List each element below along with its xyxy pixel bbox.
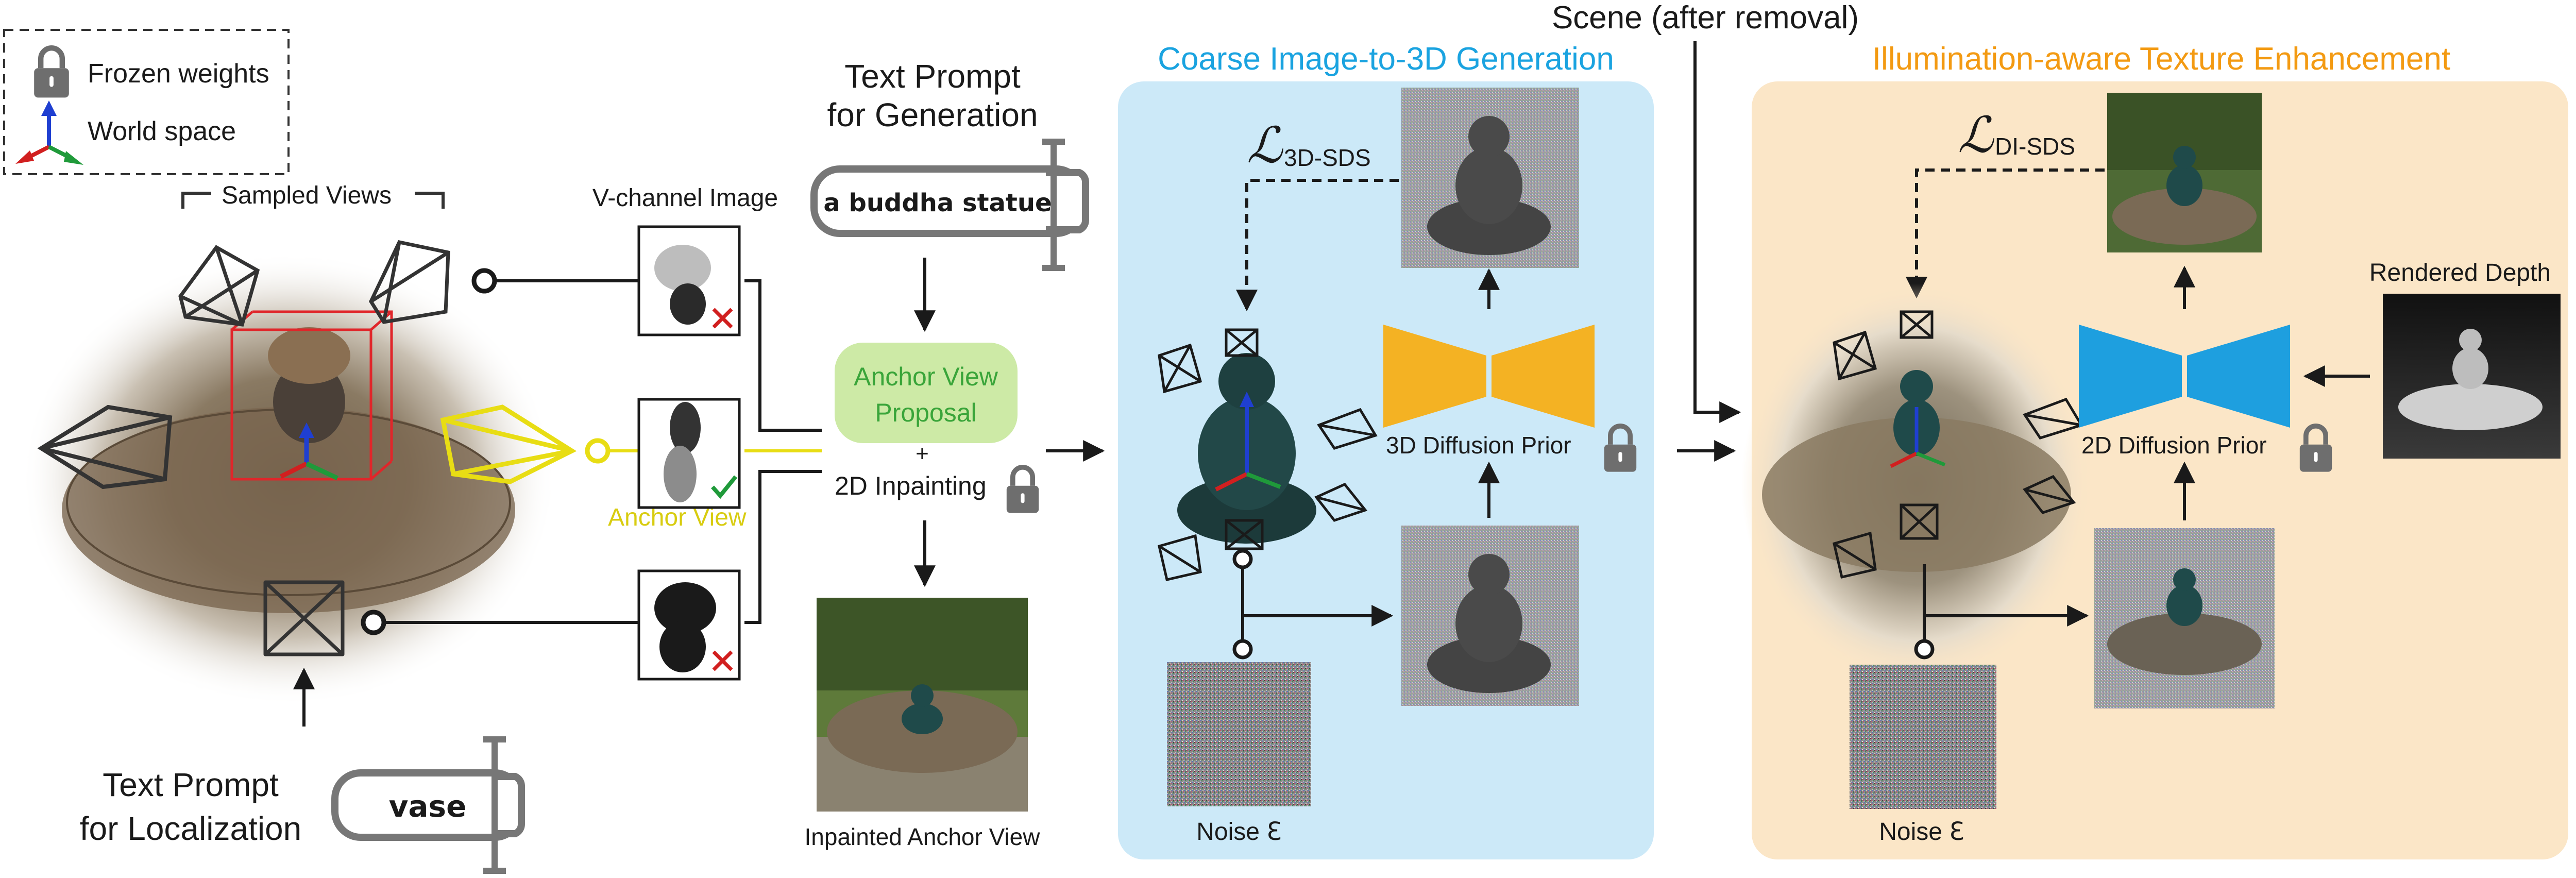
anchor-proposal-line1: Anchor View: [854, 362, 998, 391]
coarse-noise-label: Noise ℇ: [1196, 818, 1282, 846]
camera-top-right: [369, 240, 450, 324]
reject-icon: [712, 308, 733, 329]
texture-title: Illumination-aware Texture Enhancement: [1872, 41, 2450, 77]
generation-prompt-value: a buddha statue: [823, 189, 1052, 217]
object-axes-icon: [279, 423, 338, 481]
coarse-loss-dashed-arrow: [1236, 179, 1399, 312]
buddha-3d-model: [1177, 353, 1316, 544]
texture-noise-image: [1850, 665, 1996, 809]
prior-3d-label: 3D Diffusion Prior: [1386, 432, 1571, 459]
reject-icon: [712, 650, 733, 671]
lock-icon: [1007, 467, 1039, 513]
svg-text:ℒ: ℒ: [1247, 118, 1283, 173]
anchor-proposal-line2: Proposal: [875, 398, 976, 427]
diffusion-prior-2d: [2079, 325, 2290, 428]
plus-sign: +: [916, 441, 929, 466]
coarse-noise-connector: [1232, 549, 1394, 660]
vchannel-image-1: [637, 225, 741, 336]
localization-prompt-value: vase: [389, 789, 467, 824]
sampled-views-bracket: Sampled Views: [181, 182, 445, 209]
localization-prompt-line1: Text Prompt: [103, 766, 279, 803]
texture-loss-dashed-arrow: [1906, 168, 2105, 299]
texture-noise-connector: [1914, 564, 2089, 660]
inpainting-label: 2D Inpainting: [835, 471, 987, 500]
generation-prompt-box: [810, 139, 1089, 271]
camera-anchor-view: [440, 404, 577, 484]
svg-text:Sampled Views: Sampled Views: [222, 182, 392, 209]
legend-box: Frozen weights World space: [3, 29, 290, 175]
coarse-noisy-render-top: [1401, 88, 1579, 268]
vchannel-image-2: [637, 398, 741, 509]
coarse-noisy-render-bottom: [1401, 526, 1579, 706]
scene-arrow: [1693, 41, 1741, 423]
rendered-depth-image: [2383, 294, 2561, 459]
vchannel-image-3: [637, 569, 741, 681]
texture-loss: ℒ DI-SDS: [1958, 108, 2075, 163]
vchannel-title: V-channel Image: [592, 184, 778, 212]
anchor-view-proposal-box: [835, 343, 1018, 443]
localization-prompt-line2: for Localization: [80, 810, 301, 847]
coarse-title: Coarse Image-to-3D Generation: [1158, 41, 1614, 77]
svg-text:ℒ: ℒ: [1958, 108, 1994, 163]
svg-text:DI-SDS: DI-SDS: [1995, 133, 2075, 160]
prior-2d-label: 2D Diffusion Prior: [2081, 432, 2267, 459]
legend-frozen-weights: Frozen weights: [88, 59, 269, 89]
generation-prompt-line2: for Generation: [827, 96, 1038, 133]
coarse-loss: ℒ 3D-SDS: [1247, 118, 1371, 173]
view-connectors: [361, 268, 822, 635]
inpainted-anchor-image: [817, 598, 1028, 812]
legend-world-space: World space: [88, 116, 236, 146]
texture-noisy-render: [2094, 528, 2275, 708]
rendered-depth-label: Rendered Depth: [2369, 259, 2551, 286]
inpainted-anchor-label: Inpainted Anchor View: [805, 823, 1041, 850]
camera-left: [37, 404, 173, 489]
accept-icon: [711, 475, 738, 499]
diffusion-prior-3d: [1383, 325, 1595, 428]
coarse-noise-image: [1167, 662, 1311, 806]
localization-prompt-box: [331, 736, 526, 874]
generation-prompt-line1: Text Prompt: [844, 58, 1021, 95]
svg-text:3D-SDS: 3D-SDS: [1284, 144, 1371, 171]
texture-noise-label: Noise ℇ: [1879, 818, 1964, 846]
coarse-cameras: [1158, 328, 1378, 581]
texture-scene-image: [1741, 283, 2092, 685]
scene-after-removal-label: Scene (after removal): [1552, 0, 1859, 36]
texture-output-image: [2107, 93, 2262, 252]
texture-cameras: [1833, 310, 2083, 579]
camera-top-left: [178, 245, 260, 327]
lock-icon: [34, 48, 69, 97]
world-axes-icon: [15, 100, 83, 165]
